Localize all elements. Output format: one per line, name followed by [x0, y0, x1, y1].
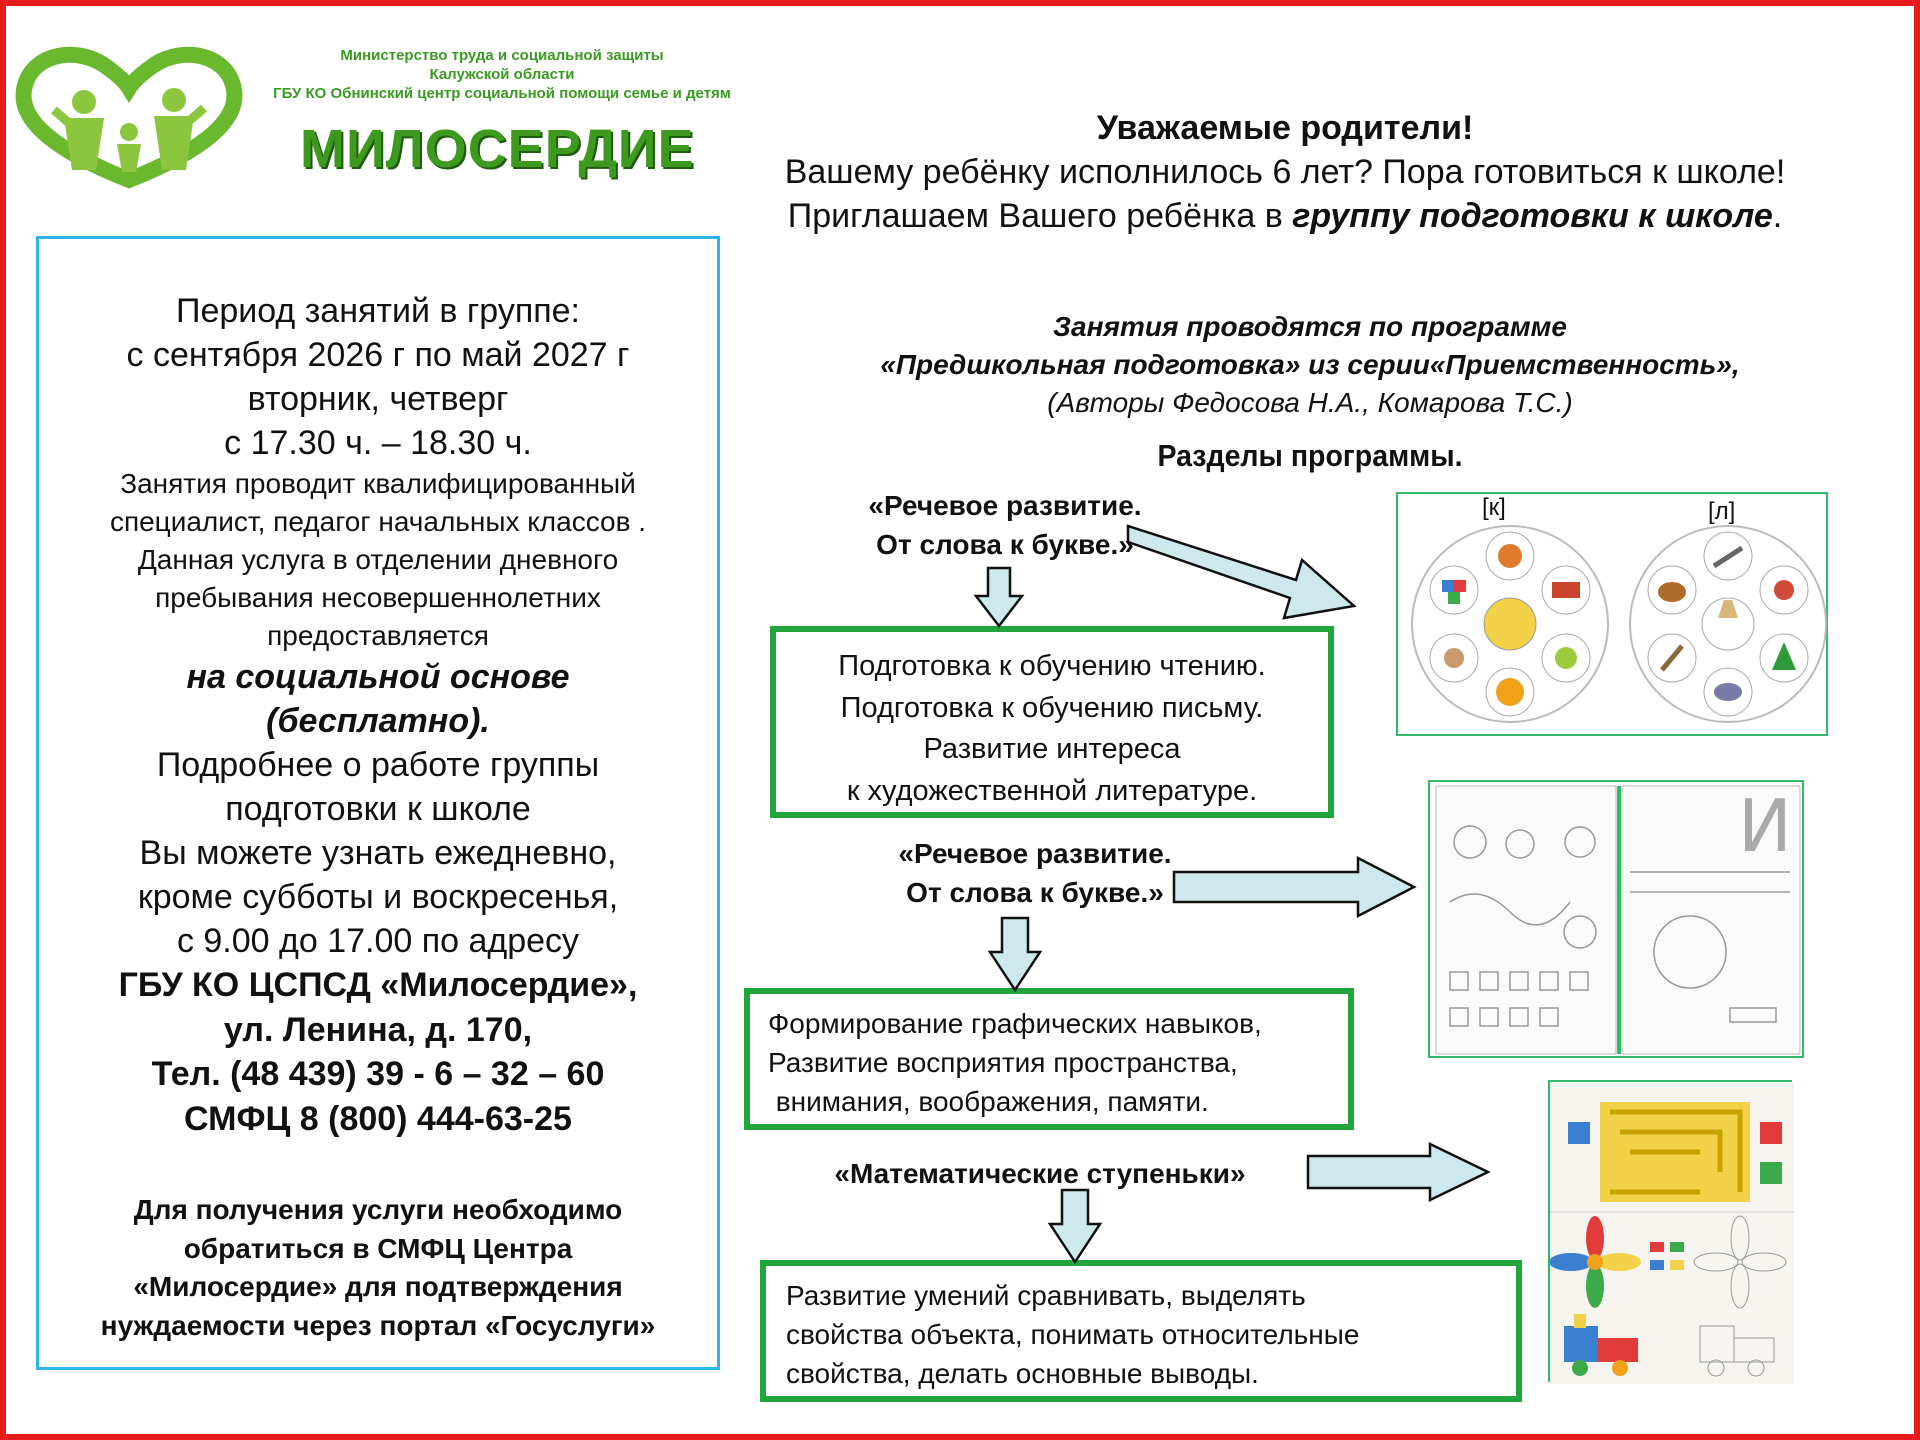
class-time: с 17.30 ч. – 18.30 ч. [224, 424, 532, 462]
arrow-right-3 [1306, 1142, 1491, 1202]
greeting: Уважаемые родители! Вашему ребёнку испол… [700, 106, 1870, 238]
section-item: Формирование графических навыков, [768, 1008, 1262, 1039]
sound-k-label: [к] [1482, 494, 1506, 521]
more-info-line: кроме субботы и воскресенья, [137, 878, 619, 916]
org-name: МИЛОСЕРДИЕ [300, 119, 695, 179]
free-basis: на социальной основе [186, 658, 570, 696]
period-dates: с сентября 2026 г по май 2027 г [126, 336, 630, 374]
section-1-box: Подготовка к обучению чтению. Подготовка… [770, 626, 1334, 818]
org-full-name: ГБУ КО ЦСПСД «Милосердие», [118, 966, 638, 1004]
greeting-suffix: . [1772, 197, 1783, 235]
workbook-letter: И [1738, 784, 1792, 868]
arrow-down-1 [973, 566, 1025, 629]
section-item: Подготовка к обучению письму. [840, 691, 1264, 724]
greeting-prefix: Приглашаем Вашего ребёнка в [787, 197, 1293, 235]
note-line: «Милосердие» для подтверждения [133, 1271, 623, 1303]
math-games-picture [1548, 1080, 1794, 1384]
ministry-line: ГБУ КО Обнинский центр социальной помощи… [273, 85, 731, 102]
smfc-phone: СМФЦ 8 (800) 444-63-25 [184, 1099, 572, 1138]
greeting-emphasis: группу подготовки к школе [1292, 197, 1773, 235]
program-line: «Предшкольная подготовка» из серии«Прием… [880, 349, 1740, 380]
ministry-header: Министерство труда и социальной защиты К… [262, 46, 742, 103]
more-info-line: Подробнее о работе группы [156, 746, 600, 784]
arrow-down-2 [987, 916, 1043, 993]
section-title-line: От слова к букве.» [876, 529, 1134, 560]
section-title-line: «Речевое развитие. [868, 490, 1142, 521]
section-item: свойства, делать основные выводы. [786, 1358, 1259, 1389]
section-item: Развитие умений сравнивать, выделять [786, 1280, 1306, 1311]
address: ул. Ленина, д. 170, [223, 1010, 533, 1049]
math-games-illustration [1550, 1082, 1794, 1384]
sound-circles-picture: [к] [л] [1396, 492, 1828, 736]
phone: Тел. (48 439) 39 - 6 – 32 – 60 [151, 1055, 605, 1094]
family-heart-logo [15, 46, 243, 189]
section-item: к художественной литературе. [846, 774, 1258, 807]
program-line: Занятия проводятся по программе [1053, 311, 1567, 342]
section-3-title: «Математические ступеньки» [790, 1154, 1290, 1193]
section-item: Подготовка к обучению чтению. [838, 650, 1266, 682]
more-info-line: Вы можете узнать ежедневно, [139, 834, 617, 872]
workbook-picture: И [1428, 780, 1804, 1058]
note-line: обратиться в СМФЦ Центра [183, 1232, 573, 1264]
section-2-box: Формирование графических навыков, Развит… [744, 988, 1354, 1130]
sound-circles-illustration [1411, 525, 1827, 723]
note-line: Для получения услуги необходимо [133, 1194, 623, 1226]
service-line: Данная услуга в отделении дневного [137, 544, 619, 575]
service-line: предоставляется [267, 620, 489, 651]
greeting-line: Вашему ребёнку исполнилось 6 лет? Пора г… [784, 153, 1786, 191]
workbook-illustration [1435, 785, 1801, 1055]
greeting-line: Приглашаем Вашего ребёнка в группу подго… [700, 194, 1870, 238]
more-info-line: с 9.00 до 17.00 по адресу [176, 922, 580, 960]
more-info-line: подготовки к школе [225, 790, 531, 828]
section-title-line: «Математические ступеньки» [834, 1158, 1246, 1189]
service-line: пребывания несовершеннолетних [155, 582, 601, 613]
free-basis: (бесплатно). [266, 702, 490, 740]
program-authors: (Авторы Федосова Н.А., Комарова Т.С.) [1047, 387, 1573, 418]
section-1-title: «Речевое развитие. От слова к букве.» [790, 486, 1220, 564]
note-line: нуждаемости через портал «Госуслуги» [100, 1309, 656, 1341]
greeting-title: Уважаемые родители! [1096, 109, 1474, 147]
arrow-down-3 [1047, 1188, 1103, 1265]
service-note: Для получения услуги необходимо обратить… [39, 1191, 717, 1345]
info-panel: Период занятий в группе: с сентября 2026… [36, 236, 720, 1370]
teacher-line: специалист, педагог начальных классов . [109, 506, 647, 537]
program-heading: Занятия проводятся по программе «Предшко… [740, 308, 1880, 422]
section-3-box: Развитие умений сравнивать, выделять сво… [760, 1260, 1522, 1402]
ministry-line: Калужской области [429, 66, 575, 83]
ministry-line: Министерство труда и социальной защиты [340, 47, 664, 64]
arrow-right-1 [1126, 524, 1357, 620]
section-item: свойства объекта, понимать относительные [786, 1319, 1360, 1350]
class-days: вторник, четверг [247, 380, 509, 418]
section-2-title: «Речевое развитие. От слова к букве.» [820, 834, 1250, 912]
sections-title: Разделы программы. [1157, 438, 1463, 473]
arrow-right-2 [1172, 855, 1417, 919]
section-title-line: «Речевое развитие. [898, 838, 1172, 869]
section-item: Развитие интереса [923, 733, 1181, 765]
section-item: Развитие восприятия пространства, [768, 1047, 1238, 1078]
section-title-line: От слова к букве.» [906, 877, 1164, 908]
period-label: Период занятий в группе: [176, 292, 580, 330]
teacher-line: Занятия проводит квалифицированный [120, 468, 636, 499]
section-item: внимания, воображения, памяти. [768, 1086, 1209, 1117]
sound-l-label: [л] [1708, 498, 1736, 525]
